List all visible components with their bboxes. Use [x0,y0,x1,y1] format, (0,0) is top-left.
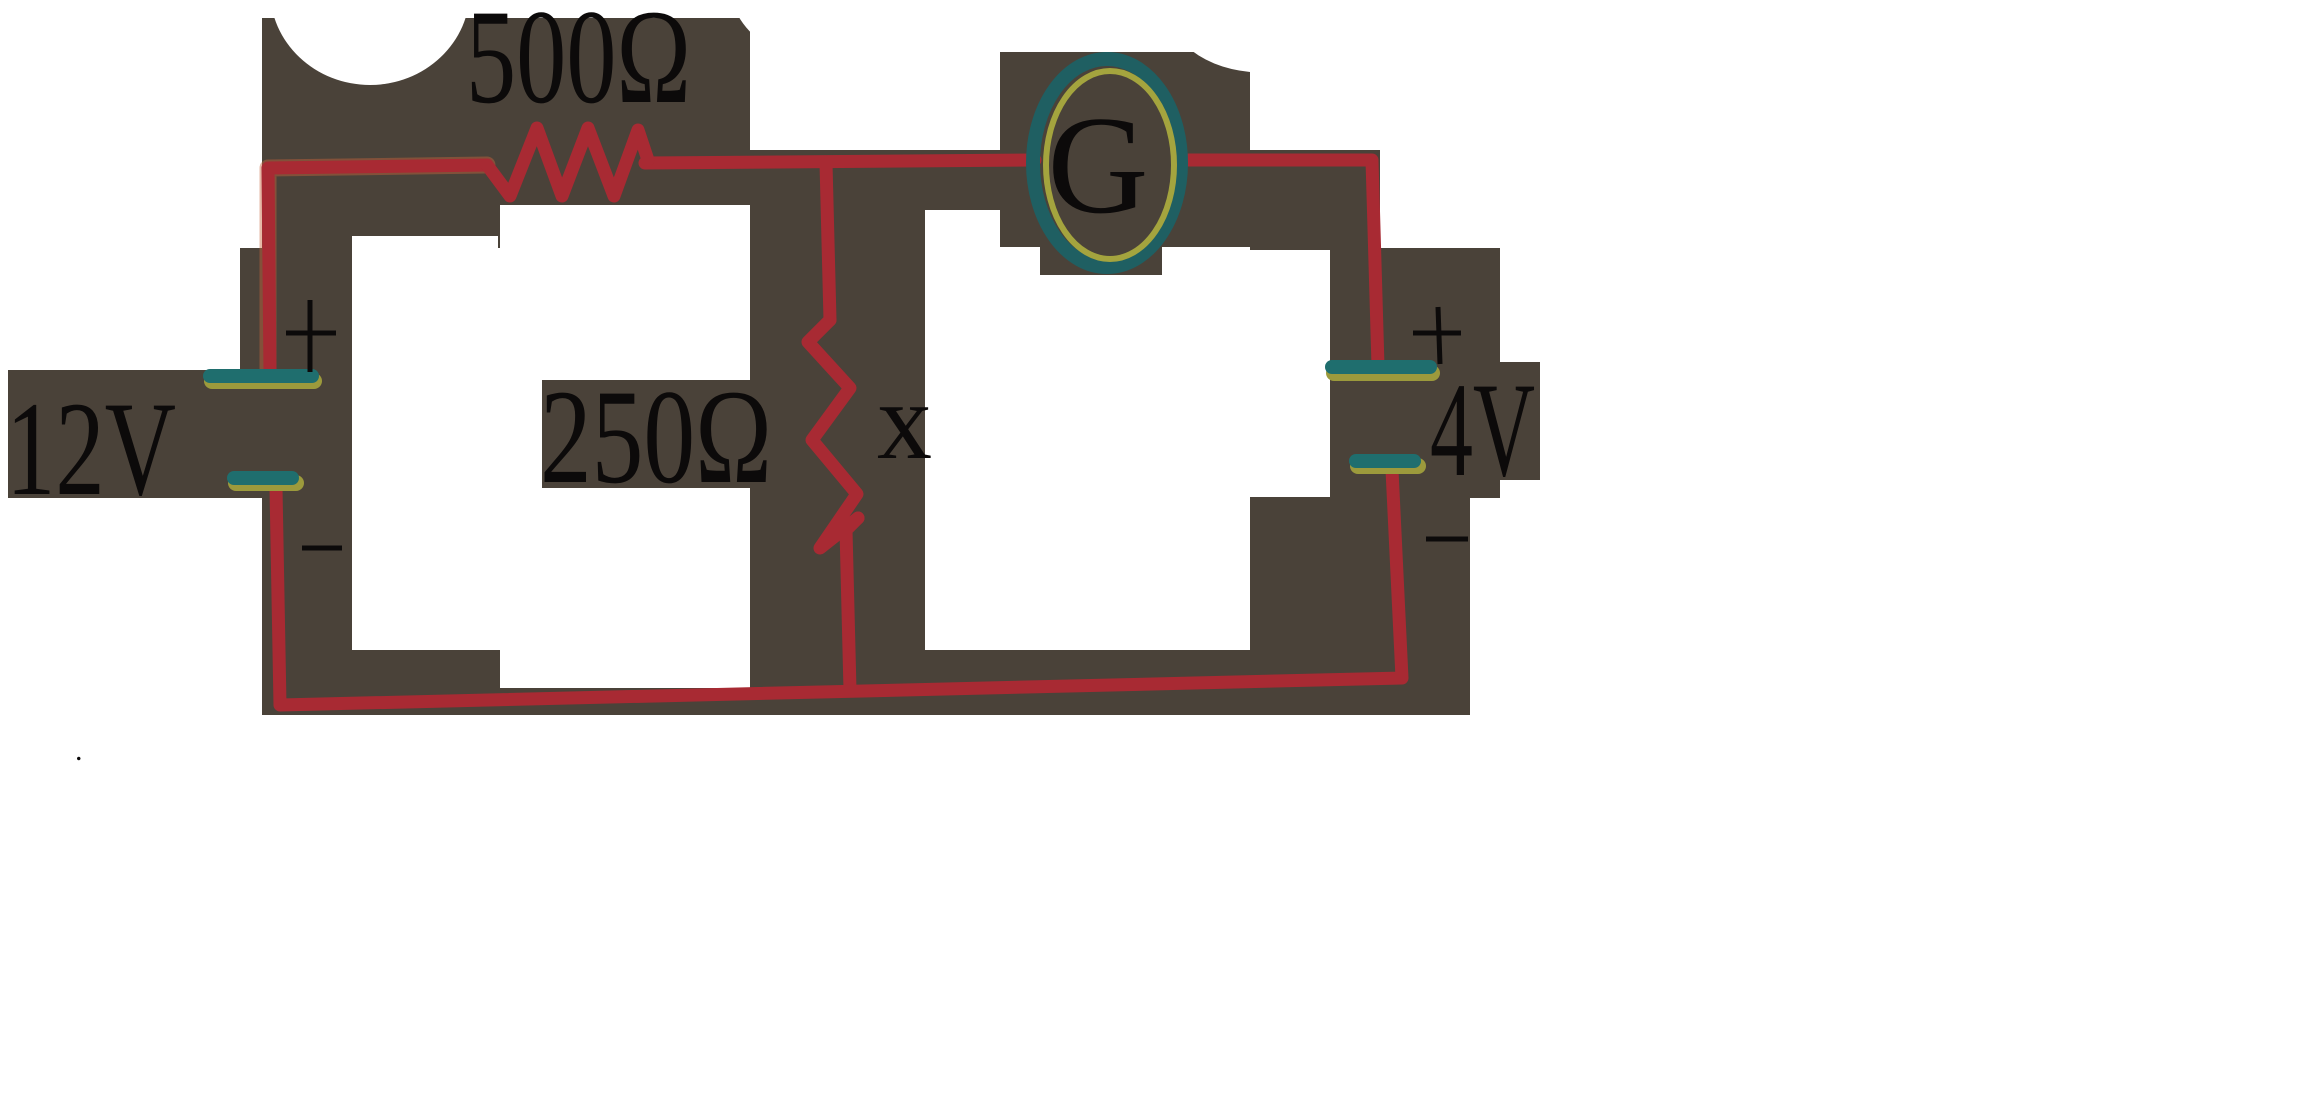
battery-12v-label: 12V [6,375,176,524]
wire-left-top [261,158,494,379]
resistor-250-label: 250Ω [540,363,772,512]
battery-12v: 12V [6,300,342,551]
resistor-x-zigzag [801,313,865,555]
background-patches [8,0,1540,715]
wire-left-bottom [269,463,1409,712]
galvanometer-label: G [1047,88,1148,243]
wire-top-right [1176,153,1385,373]
resistor-x-label: x [877,360,932,482]
plus-sign-left [286,300,336,372]
resistor-500-label: 500Ω [466,0,691,132]
battery-4v-label: 4V [1430,356,1535,505]
resistor-500-zigzag [480,121,655,203]
wires [259,153,1409,712]
galvanometer: G [1026,52,1188,274]
wire-junction-down [819,156,837,327]
wire-top-middle [638,153,1042,170]
plus-sign-right [1413,306,1461,365]
battery-4v: 4V [1325,306,1535,542]
footnote-mark: . [75,734,83,767]
